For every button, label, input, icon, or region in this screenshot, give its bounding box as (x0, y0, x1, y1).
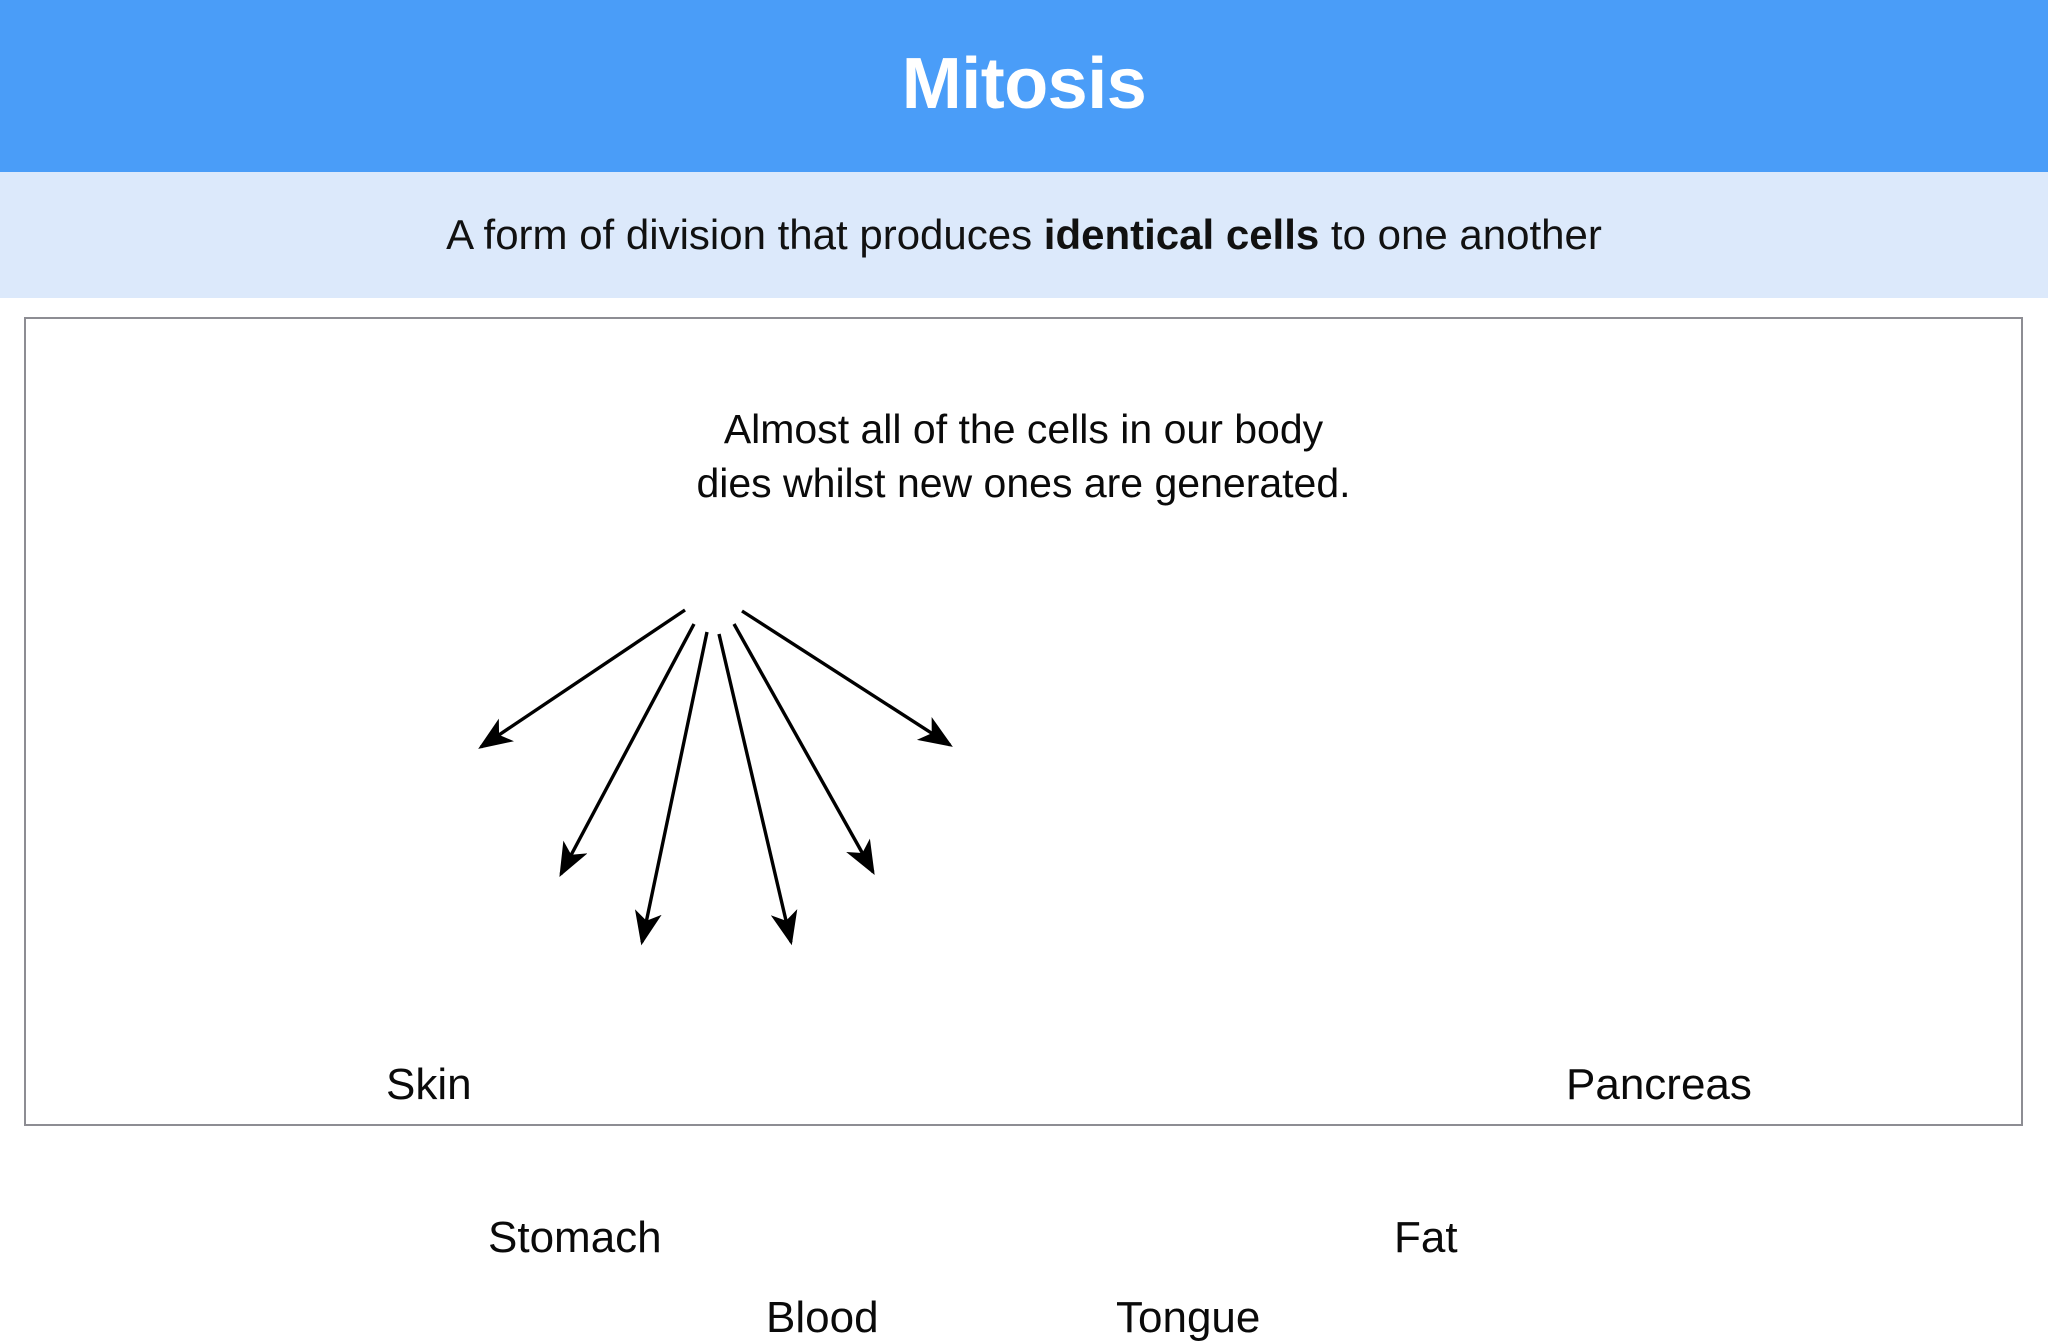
subtitle-after: to one another (1319, 210, 1602, 258)
organ-label-blood: Blood (766, 1293, 879, 1342)
title-bar: Mitosis (0, 0, 2048, 172)
body-text: Almost all of the cells in our body dies… (696, 406, 1351, 507)
arrow-to-skin (478, 608, 686, 749)
organ-label-pancreas: Pancreas (1566, 1060, 1752, 1109)
organ-label-stomach: Stomach (488, 1213, 662, 1262)
arrow-to-tongue (717, 633, 798, 946)
arrow-to-fat (732, 623, 875, 875)
page-title: Mitosis (901, 44, 1147, 124)
organ-label-fat: Fat (1394, 1213, 1458, 1262)
arrow-to-pancreas (741, 609, 953, 747)
arrow-to-blood (634, 631, 709, 946)
subtitle-before: A form of division that produces (446, 210, 1044, 258)
content-box: Almost all of the cells in our body dies… (24, 317, 2023, 1340)
subtitle-emphasis: identical cells (1043, 210, 1320, 258)
arrow-to-stomach (559, 623, 696, 878)
subtitle-band: A form of division that produces identic… (0, 172, 2048, 298)
organ-label-tongue: Tongue (1116, 1293, 1261, 1342)
organ-label-skin: Skin (386, 1060, 472, 1109)
subtitle: A form of division that produces identic… (446, 210, 1602, 258)
